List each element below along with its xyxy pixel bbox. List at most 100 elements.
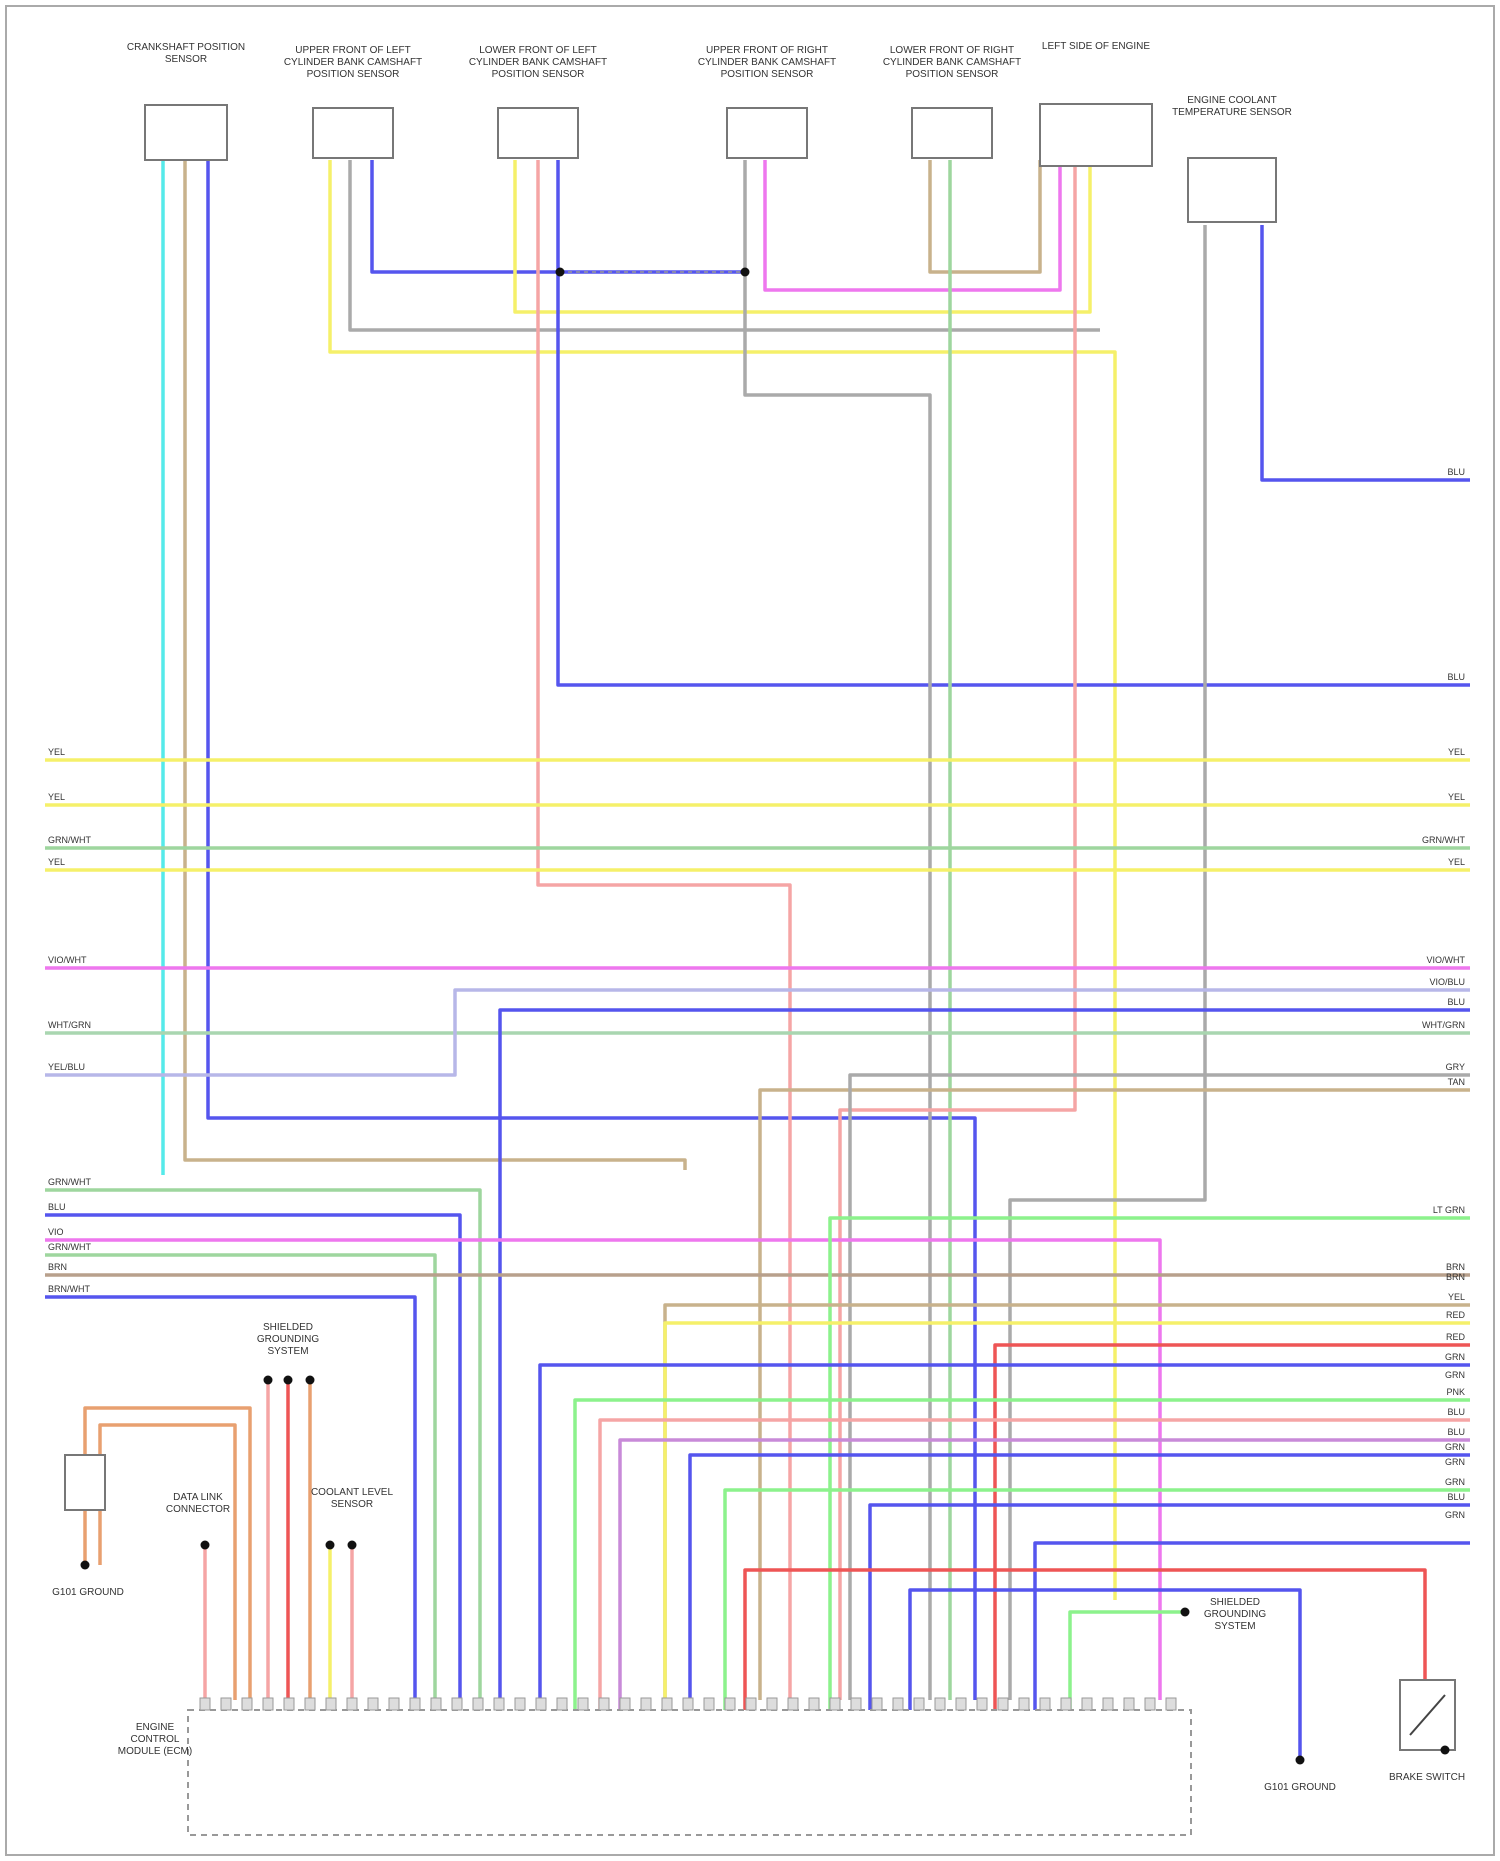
ecm-feed-wire-9 [620,1440,1470,1710]
right-wire-labels: BLUBLUYELYELGRN/WHTYELVIO/WHTVIO/BLUBLUW… [1422,467,1465,1520]
ecm-pin [641,1698,651,1710]
sensor-label-left_side: LEFT SIDE OF ENGINE [1042,41,1150,52]
right-wire-label: YEL [1448,792,1465,802]
sensor-label-crank: CRANKSHAFT POSITIONSENSOR [127,42,245,65]
splice-dot [306,1376,315,1385]
ecm-pin [788,1698,798,1710]
right-wire-label: VIO/BLU [1429,977,1465,987]
right-wire-label: GRN [1445,1442,1465,1452]
right-wire-label: YEL [1448,1292,1465,1302]
ecm-pin [452,1698,462,1710]
right-wire-label: PNK [1446,1387,1465,1397]
bus-wire-blu2 [500,1010,1470,1700]
ecm-pin [347,1698,357,1710]
left-wire-label: WHT/GRN [48,1020,91,1030]
sensor-box-lf_cam_lo [498,108,578,158]
ecm-pin [851,1698,861,1710]
ecm-pin [662,1698,672,1710]
wire-ground-left-orn [85,1408,250,1700]
right-wire-label: BLU [1447,1492,1465,1502]
sensor-box-rf_cam_up [727,108,807,158]
left-wire-label: YEL [48,747,65,757]
ecm-pin [473,1698,483,1710]
wire-temp-blu [1262,225,1470,480]
right-wire-label: YEL [1448,747,1465,757]
ecm-pin [914,1698,924,1710]
left-wire-label: YEL [48,857,65,867]
right-wire-label: RED [1446,1310,1466,1320]
right-wire-label: GRN [1445,1370,1465,1380]
wire-lfcu-gry [350,160,1100,330]
wire-ground-left-orn2 [100,1425,235,1700]
sensor-label-lf_cam_lo: LOWER FRONT OF LEFTCYLINDER BANK CAMSHAF… [469,45,607,80]
ecm-feed-wire-0 [830,1218,1470,1710]
splice-dot [556,268,565,277]
right-wire-label: VIO/WHT [1427,955,1466,965]
diagram-border [6,6,1494,1855]
splice-dot [326,1541,335,1550]
right-wire-label: BRN [1446,1272,1465,1282]
wire-rfcu-gry [745,160,930,1700]
right-wire-label: GRY [1446,1062,1465,1072]
ecm-pin [1061,1698,1071,1710]
ecm-feed-wire-7 [575,1400,1470,1710]
ecm-pin [494,1698,504,1710]
ecm-pin [830,1698,840,1710]
lower-wire-2 [45,1240,1160,1700]
left-wire-label: YEL [48,792,65,802]
ecm-pin [536,1698,546,1710]
ecm-pin [578,1698,588,1710]
sensor-box-rf_cam_lo [912,108,992,158]
sensor-label-rf_cam_lo: LOWER FRONT OF RIGHTCYLINDER BANK CAMSHA… [883,45,1021,80]
ecm-outline [188,1710,1191,1835]
ecm-pin [725,1698,735,1710]
ecm-feed-wire-14 [890,1523,1470,1710]
ecm-pin [200,1698,210,1710]
left-wire-label: GRN/WHT [48,835,91,845]
left-wire-label: VIO/WHT [48,955,87,965]
ecm-pin [389,1698,399,1710]
lower-wire-1 [45,1215,460,1700]
wire-rfcl-tan [930,160,1040,272]
sensor-box-crank [145,105,227,160]
ecm-pin [620,1698,630,1710]
right-wire-label: RED [1446,1332,1466,1342]
wire-crank-blu [208,160,975,1700]
ground-dot [1296,1756,1305,1765]
ecm-pin [809,1698,819,1710]
ecm-pin [893,1698,903,1710]
left-wire-label: GRN/WHT [48,1177,91,1187]
ground-bottom-label: G101 GROUND [1264,1782,1336,1793]
ecm-pin [410,1698,420,1710]
ecm-feed-wire-5 [540,1365,1470,1710]
ecm-pin [557,1698,567,1710]
ground-left-dot [81,1561,90,1570]
ecm-pin [1082,1698,1092,1710]
right-wire-label: GRN [1445,1510,1465,1520]
right-wire-label: BLU [1447,672,1465,682]
right-wire-label: YEL [1448,857,1465,867]
dlc-dot [201,1541,210,1550]
sensor-box-temp_sensor [1188,158,1276,222]
shield-right-dot [1181,1608,1190,1617]
left-wire-labels: YELYELGRN/WHTYELVIO/WHTWHT/GRNYEL/BLUGRN… [48,747,91,1294]
ecm-pin [368,1698,378,1710]
ecm-feed-wire-6 [555,1383,1470,1710]
right-wire-label: WHT/GRN [1422,1020,1465,1030]
ecm-pin [1103,1698,1113,1710]
ecm-pin [263,1698,273,1710]
right-wire-label: BLU [1447,1427,1465,1437]
ecm-pin [599,1698,609,1710]
ecm-pin [1166,1698,1176,1710]
left-wire-label: GRN/WHT [48,1242,91,1252]
sensor-box-lf_cam_up [313,108,393,158]
ecm-pin [977,1698,987,1710]
ecm-feed-wire-1 [620,1285,1470,1710]
ecm-pin [242,1698,252,1710]
